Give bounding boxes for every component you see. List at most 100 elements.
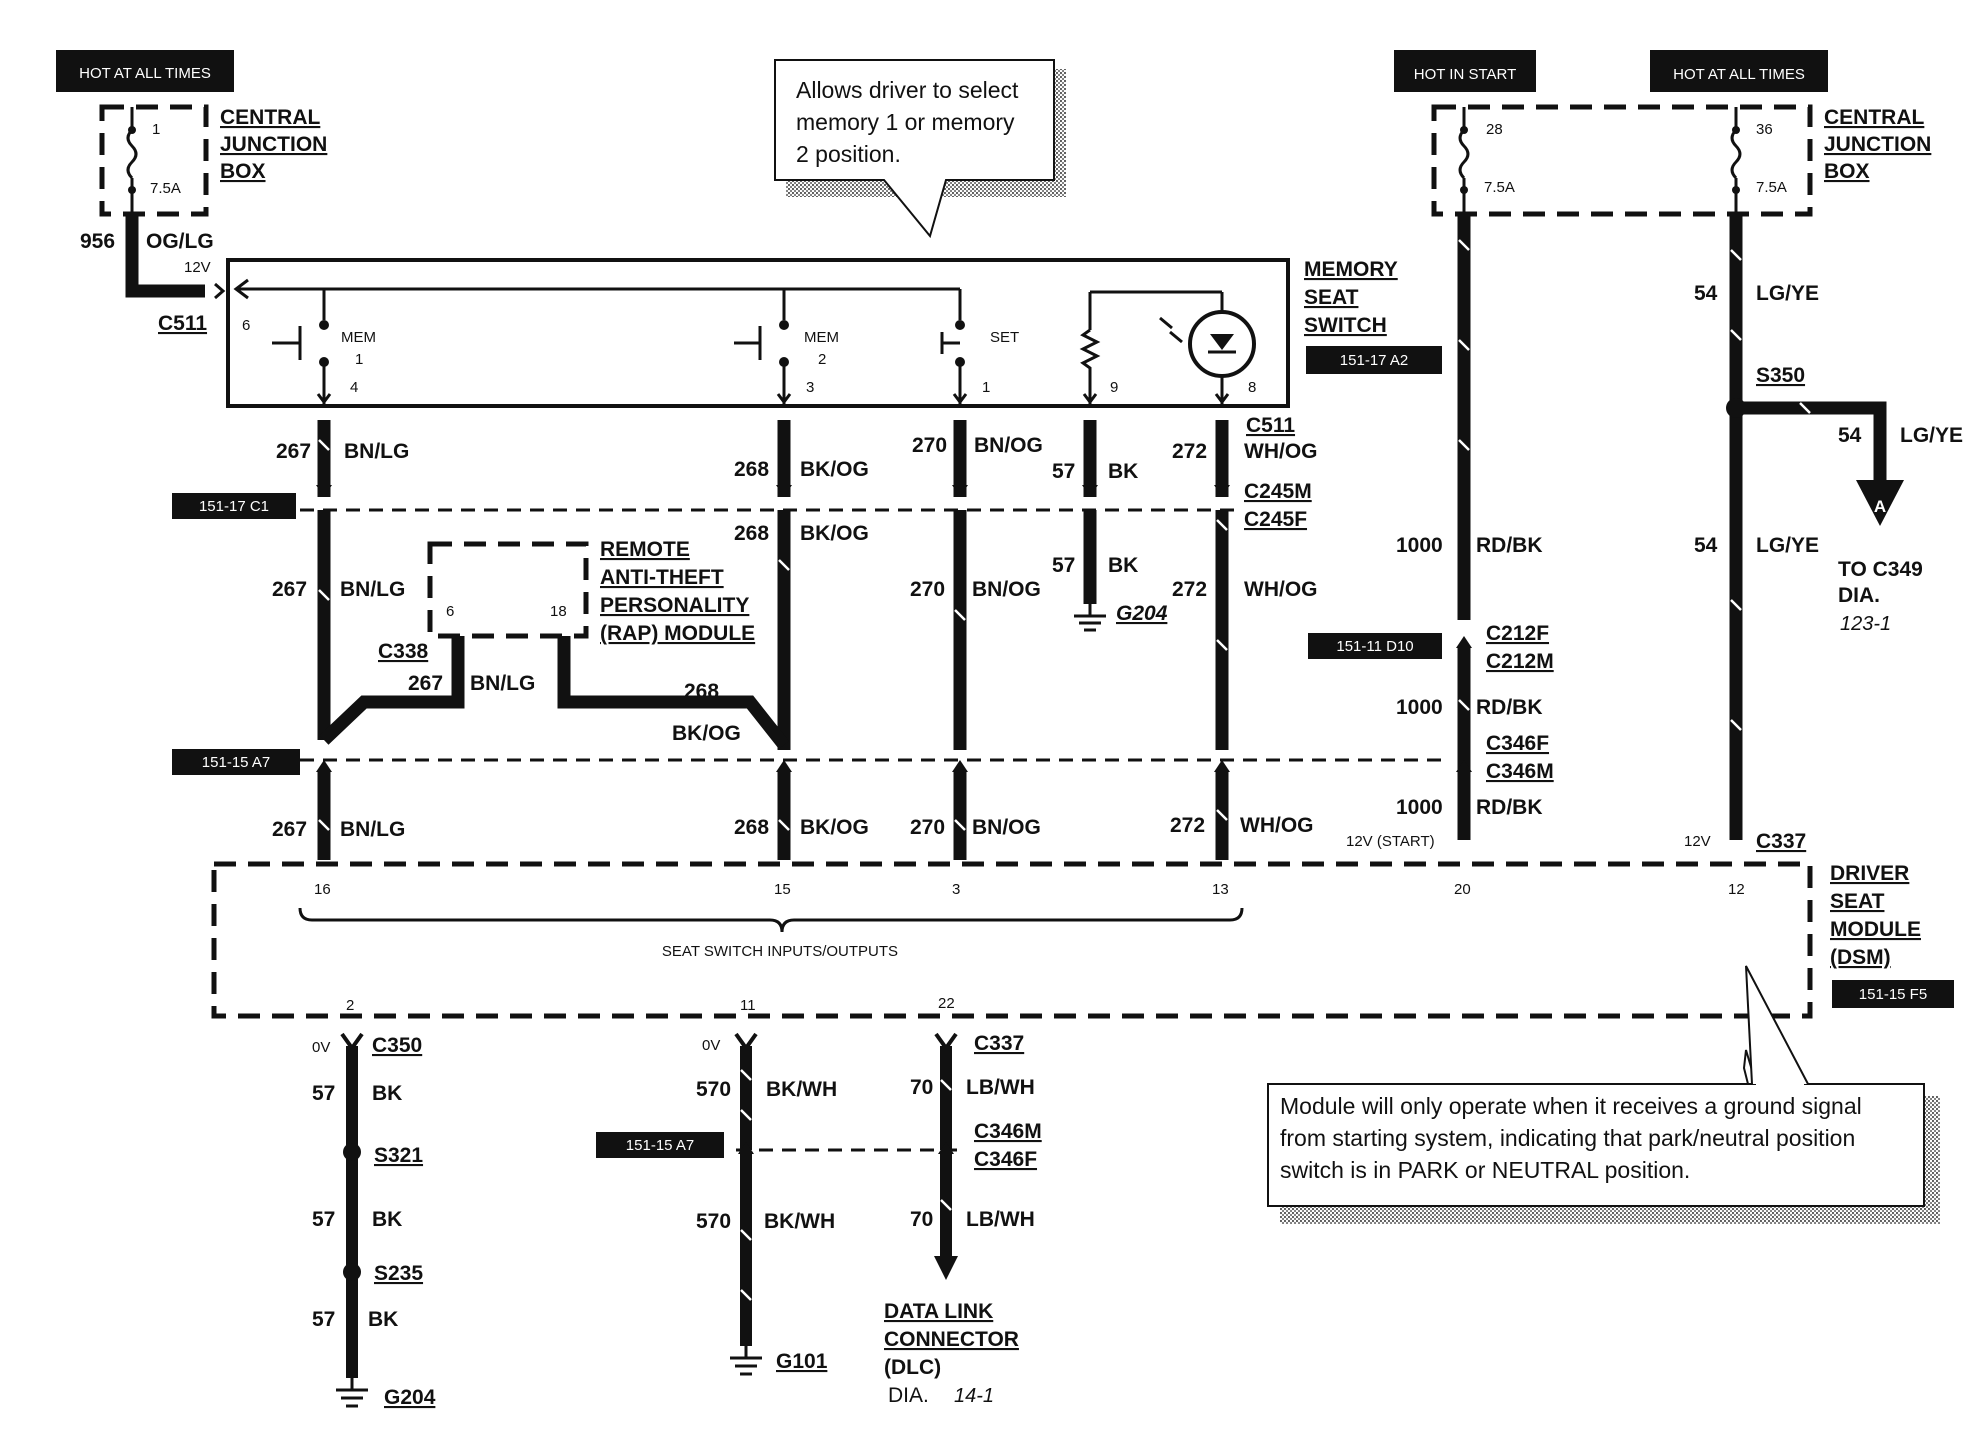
wire-272 [1214, 420, 1230, 860]
connector-c346f: C346F [1486, 732, 1549, 755]
label-bnlg-rap: BN/LG [470, 672, 535, 695]
svg-text:22: 22 [938, 995, 955, 1012]
wire-956 [125, 214, 205, 298]
ref-151-15-a7-bottom: 151-15 A7 [596, 1132, 724, 1158]
svg-text:2 position.: 2 position. [796, 141, 901, 167]
connector-c212m: C212M [1486, 650, 1554, 673]
connector-c511: C511 [1246, 414, 1295, 437]
svg-text:3: 3 [952, 881, 960, 898]
svg-text:151-17 C1: 151-17 C1 [199, 498, 269, 515]
label-bkog-rap: BK/OG [672, 722, 741, 745]
label-bkog-b: BK/OG [800, 522, 869, 545]
ground-g101-icon [730, 1346, 762, 1376]
callout-memory-select: Allows driver to select memory 1 or memo… [774, 59, 1066, 239]
voltage-12v-label: 12V [184, 259, 211, 276]
svg-text:REMOTE: REMOTE [600, 538, 690, 561]
svg-text:DRIVER: DRIVER [1830, 862, 1909, 885]
label-70-b: 70 [910, 1208, 933, 1231]
svg-text:Allows driver to select: Allows driver to select [796, 77, 1019, 103]
svg-text:memory 1 or memory: memory 1 or memory [796, 109, 1015, 135]
svg-text:(RAP) MODULE: (RAP) MODULE [600, 622, 755, 645]
label-570-a: 570 [696, 1078, 731, 1101]
hot-in-start: HOT IN START [1394, 50, 1536, 92]
label-lgye-a: LG/YE [1756, 282, 1819, 305]
label-lgye-c: LG/YE [1756, 534, 1819, 557]
label-57-a: 57 [1052, 460, 1075, 483]
label-lbwh-a: LB/WH [966, 1076, 1035, 1099]
central-junction-box-right: 28 7.5A 36 7.5A CENTRAL JUNCTION BOX [1431, 104, 1931, 217]
svg-text:7.5A: 7.5A [1756, 179, 1787, 196]
label-54-b: 54 [1838, 424, 1862, 447]
svg-text:CENTRAL: CENTRAL [220, 106, 320, 129]
connector-c511-symbol [214, 282, 226, 300]
svg-text:HOT IN START: HOT IN START [1414, 66, 1517, 83]
splice-s235: S235 [374, 1262, 423, 1285]
svg-text:2: 2 [818, 351, 826, 368]
connector-c346m-bottom: C346M [974, 1120, 1042, 1143]
svg-text:7.5A: 7.5A [1484, 179, 1515, 196]
svg-text:3: 3 [806, 379, 814, 396]
ref-151-15-a7: 151-15 A7 [172, 749, 300, 775]
connector-c337-bottom: C337 [974, 1032, 1024, 1055]
label-bk-d: BK [372, 1208, 402, 1231]
svg-text:15: 15 [774, 881, 791, 898]
label-bkwh-b: BK/WH [764, 1210, 835, 1233]
svg-text:CENTRAL: CENTRAL [1824, 106, 1924, 129]
label-bnlg-c: BN/LG [340, 818, 405, 841]
central-junction-box-left: 1 7.5A CENTRAL JUNCTION BOX [99, 104, 327, 217]
arrow-to-dlc-icon [934, 1256, 958, 1280]
splice-s321: S321 [374, 1144, 423, 1167]
wire-268 [557, 420, 792, 860]
svg-text:ANTI-THEFT: ANTI-THEFT [600, 566, 724, 589]
label-bk-c: BK [372, 1082, 402, 1105]
data-link-connector: DATA LINK CONNECTOR (DLC) DIA. 14-1 [884, 1300, 1019, 1407]
svg-text:SEAT: SEAT [1304, 286, 1359, 309]
svg-text:7.5A: 7.5A [150, 180, 181, 197]
svg-text:JUNCTION: JUNCTION [1824, 133, 1931, 156]
connector-c346m: C346M [1486, 760, 1554, 783]
svg-text:CONNECTOR: CONNECTOR [884, 1328, 1019, 1351]
label-rdbk-b: RD/BK [1476, 696, 1543, 719]
label-268-a: 268 [734, 458, 769, 481]
svg-text:SWITCH: SWITCH [1304, 314, 1387, 337]
svg-text:28: 28 [1486, 121, 1503, 138]
label-272-b: 272 [1172, 578, 1207, 601]
svg-text:MEM: MEM [341, 329, 376, 346]
connector-c346f-bottom: C346F [974, 1148, 1037, 1171]
svg-text:11: 11 [740, 997, 756, 1014]
svg-text:MODULE: MODULE [1830, 918, 1921, 941]
label-bnog-b: BN/OG [972, 578, 1041, 601]
svg-text:(DSM): (DSM) [1830, 946, 1891, 969]
label-54-c: 54 [1694, 534, 1718, 557]
label-rdbk-a: RD/BK [1476, 534, 1543, 557]
svg-text:6: 6 [446, 603, 454, 620]
svg-text:BOX: BOX [1824, 160, 1870, 183]
svg-text:2: 2 [346, 997, 354, 1014]
connector-c350: C350 [372, 1034, 422, 1057]
ground-g204-bottom: G204 [384, 1386, 436, 1409]
svg-text:151-15 A7: 151-15 A7 [626, 1137, 694, 1154]
label-bnlg-a: BN/LG [344, 440, 409, 463]
svg-text:13: 13 [1212, 881, 1229, 898]
label-1000-c: 1000 [1396, 796, 1443, 819]
label-rdbk-c: RD/BK [1476, 796, 1543, 819]
label-70-a: 70 [910, 1076, 933, 1099]
label-lgye-b: LG/YE [1900, 424, 1963, 447]
ground-g101: G101 [776, 1350, 828, 1373]
label-570-b: 570 [696, 1210, 731, 1233]
svg-text:9: 9 [1110, 379, 1118, 396]
svg-text:20: 20 [1454, 881, 1471, 898]
label-267-c: 267 [272, 818, 307, 841]
callout-ground-signal: Module will only operate when it receive… [1267, 965, 1940, 1224]
label-268-rap: 268 [684, 680, 719, 703]
wire-570 [730, 1032, 762, 1376]
to-c349-dia: DIA. [1838, 584, 1880, 607]
label-270-b: 270 [910, 578, 945, 601]
voltage-0v-b: 0V [702, 1037, 720, 1054]
wire-54 [1726, 214, 1904, 840]
svg-text:1: 1 [355, 351, 363, 368]
label-bnog-c: BN/OG [972, 816, 1041, 839]
hot-at-all-times-left: HOT AT ALL TIMES [56, 50, 234, 92]
label-bnog-a: BN/OG [974, 434, 1043, 457]
svg-text:from starting system, indicati: from starting system, indicating that pa… [1280, 1125, 1855, 1151]
